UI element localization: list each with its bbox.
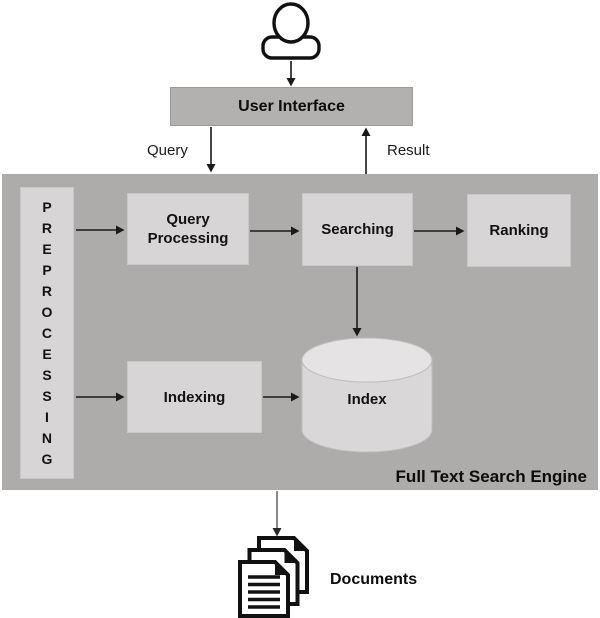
arrow-user-to-ui (286, 61, 296, 87)
indexing-box: Indexing (127, 361, 262, 433)
user-interface-box: User Interface (170, 87, 413, 126)
preprocessing-box: P R E P R O C E S S I N G (20, 187, 74, 479)
arrow-engine-to-documents (272, 491, 282, 537)
arrow-query-ui-to-engine (206, 127, 216, 173)
document-page-front (238, 560, 290, 618)
person-head (272, 2, 310, 44)
cylinder-top (301, 337, 433, 383)
searching-box: Searching (302, 193, 413, 266)
document-stack-icon (238, 536, 309, 618)
engine-title: Full Text Search Engine (395, 467, 587, 486)
result-edge-label: Result (387, 142, 430, 159)
ranking-box: Ranking (467, 194, 571, 267)
index-datastore-cylinder (301, 337, 433, 453)
query-edge-label: Query (147, 142, 188, 159)
documents-label: Documents (330, 571, 418, 588)
person-icon (261, 2, 321, 60)
index-datastore-label: Index (347, 390, 387, 408)
query-processing-box: Query Processing (127, 193, 249, 265)
arrow-result-engine-to-ui (361, 127, 371, 174)
